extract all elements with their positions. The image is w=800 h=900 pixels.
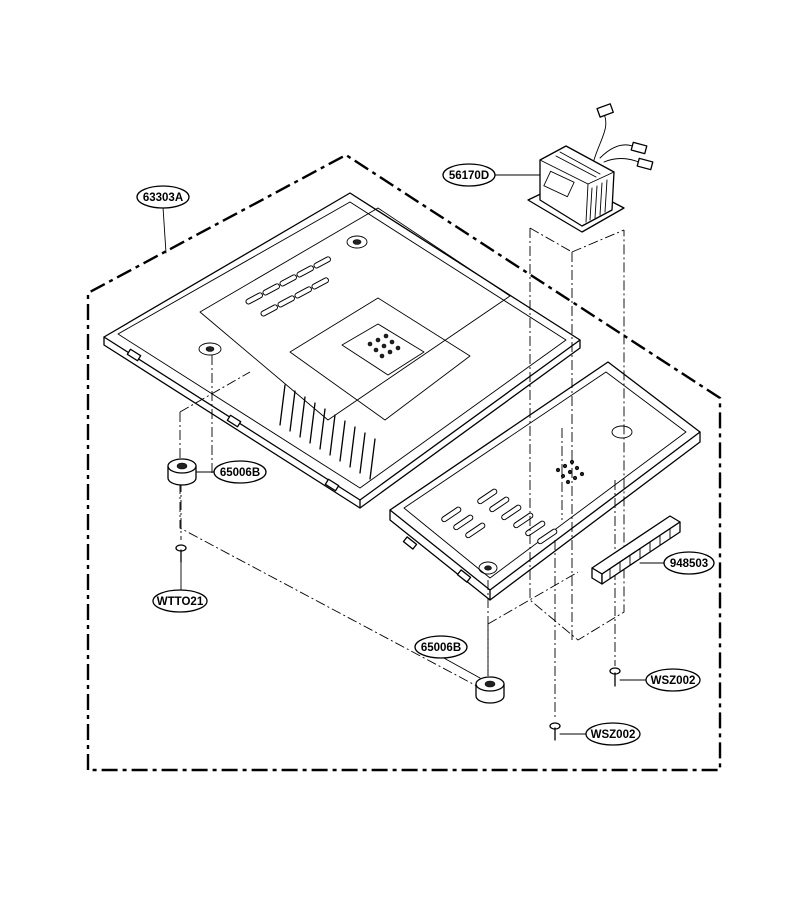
part-label-screw-right-lower: WSZ002 bbox=[585, 722, 641, 746]
bracket-pad-drawing bbox=[591, 515, 681, 585]
svg-text:948503: 948503 bbox=[670, 558, 708, 570]
part-label-foot-lower: 65006B bbox=[414, 635, 468, 659]
svg-text:63303A: 63303A bbox=[143, 192, 183, 204]
svg-text:65006B: 65006B bbox=[421, 642, 461, 654]
screw-right-lower-drawing bbox=[549, 722, 561, 741]
svg-text:56170D: 56170D bbox=[449, 170, 489, 182]
foot-lower-drawing bbox=[475, 676, 505, 704]
part-label-transformer: 56170D bbox=[442, 163, 496, 187]
part-label-screw-right-upper: WSZ002 bbox=[645, 668, 701, 692]
assembly-boundary bbox=[86, 153, 722, 772]
transformer-drawing bbox=[527, 103, 654, 233]
base-plate-drawing bbox=[103, 192, 581, 509]
part-label-bracket-pad: 948503 bbox=[663, 551, 715, 575]
part-label-foot-upper: 65006B bbox=[213, 460, 267, 484]
foot-upper-drawing bbox=[167, 458, 197, 486]
part-label-base-plate: 63303A bbox=[136, 185, 190, 209]
svg-text:WTTO21: WTTO21 bbox=[157, 596, 204, 608]
screw-left-drawing bbox=[175, 544, 187, 563]
leader-lines bbox=[162, 174, 667, 735]
svg-text:65006B: 65006B bbox=[220, 467, 260, 479]
svg-text:WSZ002: WSZ002 bbox=[651, 675, 696, 687]
svg-text:WSZ002: WSZ002 bbox=[591, 729, 636, 741]
part-label-screw-left: WTTO21 bbox=[152, 589, 208, 613]
side-tray-drawing bbox=[389, 361, 701, 601]
screw-right-upper-drawing bbox=[609, 667, 621, 687]
